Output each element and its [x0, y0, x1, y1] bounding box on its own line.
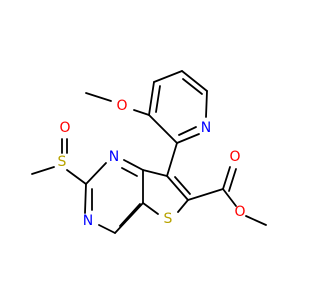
bond-ester-co-1	[222, 166, 231, 190]
bond-thio-1-inner	[174, 176, 191, 195]
pyrimidine-n-bottom-label: N	[83, 213, 93, 229]
bond-pyr-1	[148, 81, 155, 116]
pyrimidine-n-top-label: N	[109, 149, 119, 165]
bond-pyr-1-inner	[155, 85, 161, 113]
bond-pym-1	[123, 159, 144, 171]
bond-pym-5	[114, 202, 144, 234]
bond-methyl-o	[85, 92, 112, 102]
pyridine-n-label: N	[201, 120, 211, 136]
ester-carbonyl-o-label: O	[229, 149, 240, 165]
bond-o-pyridine	[133, 109, 150, 116]
atom-labels: O N O S N N S O O	[58, 98, 246, 229]
bond-thio-1	[166, 175, 189, 201]
bond-thio-2	[177, 199, 189, 213]
molecule-structure: O N O S N N S O O	[31, 70, 267, 234]
bond-pyr-6	[148, 114, 178, 144]
bonds	[31, 70, 267, 234]
bond-thio-5	[142, 169, 168, 177]
bond-pym-4	[98, 224, 116, 234]
bond-pyr-5-inner	[178, 126, 197, 136]
bond-ester-co-2	[228, 168, 237, 192]
bond-pyr-3	[181, 70, 208, 92]
ester-o-label: O	[234, 204, 245, 220]
bond-pym-2	[85, 162, 107, 185]
bond-c-sulfoxide	[66, 169, 87, 185]
bond-pyr-3-inner	[182, 78, 203, 95]
bond-s-methyl	[31, 166, 55, 175]
bond-thio-3	[142, 202, 159, 215]
sulfoxide-o-label: O	[59, 120, 70, 136]
bond-ester-o-methyl	[245, 215, 267, 226]
bond-thio-ester	[187, 188, 224, 201]
bond-pym-1-inner	[121, 167, 138, 177]
bond-ester-co-single	[222, 188, 237, 207]
methoxy-o-label: O	[116, 98, 127, 114]
bond-pym-3	[84, 183, 87, 214]
bond-pyr-4	[205, 90, 208, 118]
thiophene-s-label: S	[164, 211, 173, 227]
sulfoxide-s-label: S	[58, 154, 67, 170]
bond-pyr-5	[176, 133, 200, 144]
bond-pyr-thiophene	[166, 142, 178, 177]
bond-pym-5-inner	[119, 203, 141, 227]
bond-pyr-2	[153, 70, 183, 83]
